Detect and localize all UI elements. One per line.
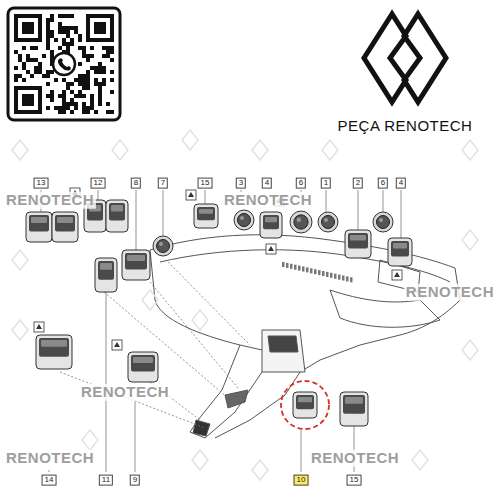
callout-number: 7 — [158, 178, 168, 189]
callout-stems — [41, 190, 401, 472]
watermark-logos — [12, 130, 478, 480]
callout-number: 10 — [294, 475, 309, 486]
watermark: RENOTECH — [309, 450, 401, 467]
watermark: RENOTECH — [4, 450, 96, 467]
callout-number: 3 — [236, 178, 246, 189]
switch-parts — [26, 188, 412, 426]
watermark: RENOTECH — [79, 384, 171, 401]
callout-number: 1 — [321, 178, 331, 189]
callout-number: 15 — [198, 178, 213, 189]
watermark: RENOTECH — [404, 284, 496, 301]
highlight-circle — [281, 381, 329, 429]
brand-logo — [364, 14, 446, 102]
vent-strip — [282, 262, 353, 282]
callout-number: 8 — [131, 178, 141, 189]
callout-number: 4 — [396, 178, 406, 189]
callout-number: 14 — [42, 475, 57, 486]
callout-number: 4 — [262, 178, 272, 189]
callout-number: 15 — [347, 475, 362, 486]
callout-number: 11 — [99, 475, 113, 486]
qr-code — [14, 14, 114, 114]
callout-number: 12 — [91, 178, 106, 189]
qr-frame — [8, 8, 120, 120]
watermark: RENOTECH — [222, 192, 314, 209]
callout-number: 2 — [353, 178, 363, 189]
watermark: RENOTECH — [4, 192, 96, 209]
leader-lines — [60, 262, 250, 428]
callout-number: 6 — [378, 178, 388, 189]
dashboard — [150, 235, 460, 438]
callout-number: 9 — [130, 475, 140, 486]
callout-number: 6 — [296, 178, 306, 189]
brand-name: PEÇA RENOTECH — [338, 118, 473, 135]
callout-number: 13 — [34, 178, 49, 189]
